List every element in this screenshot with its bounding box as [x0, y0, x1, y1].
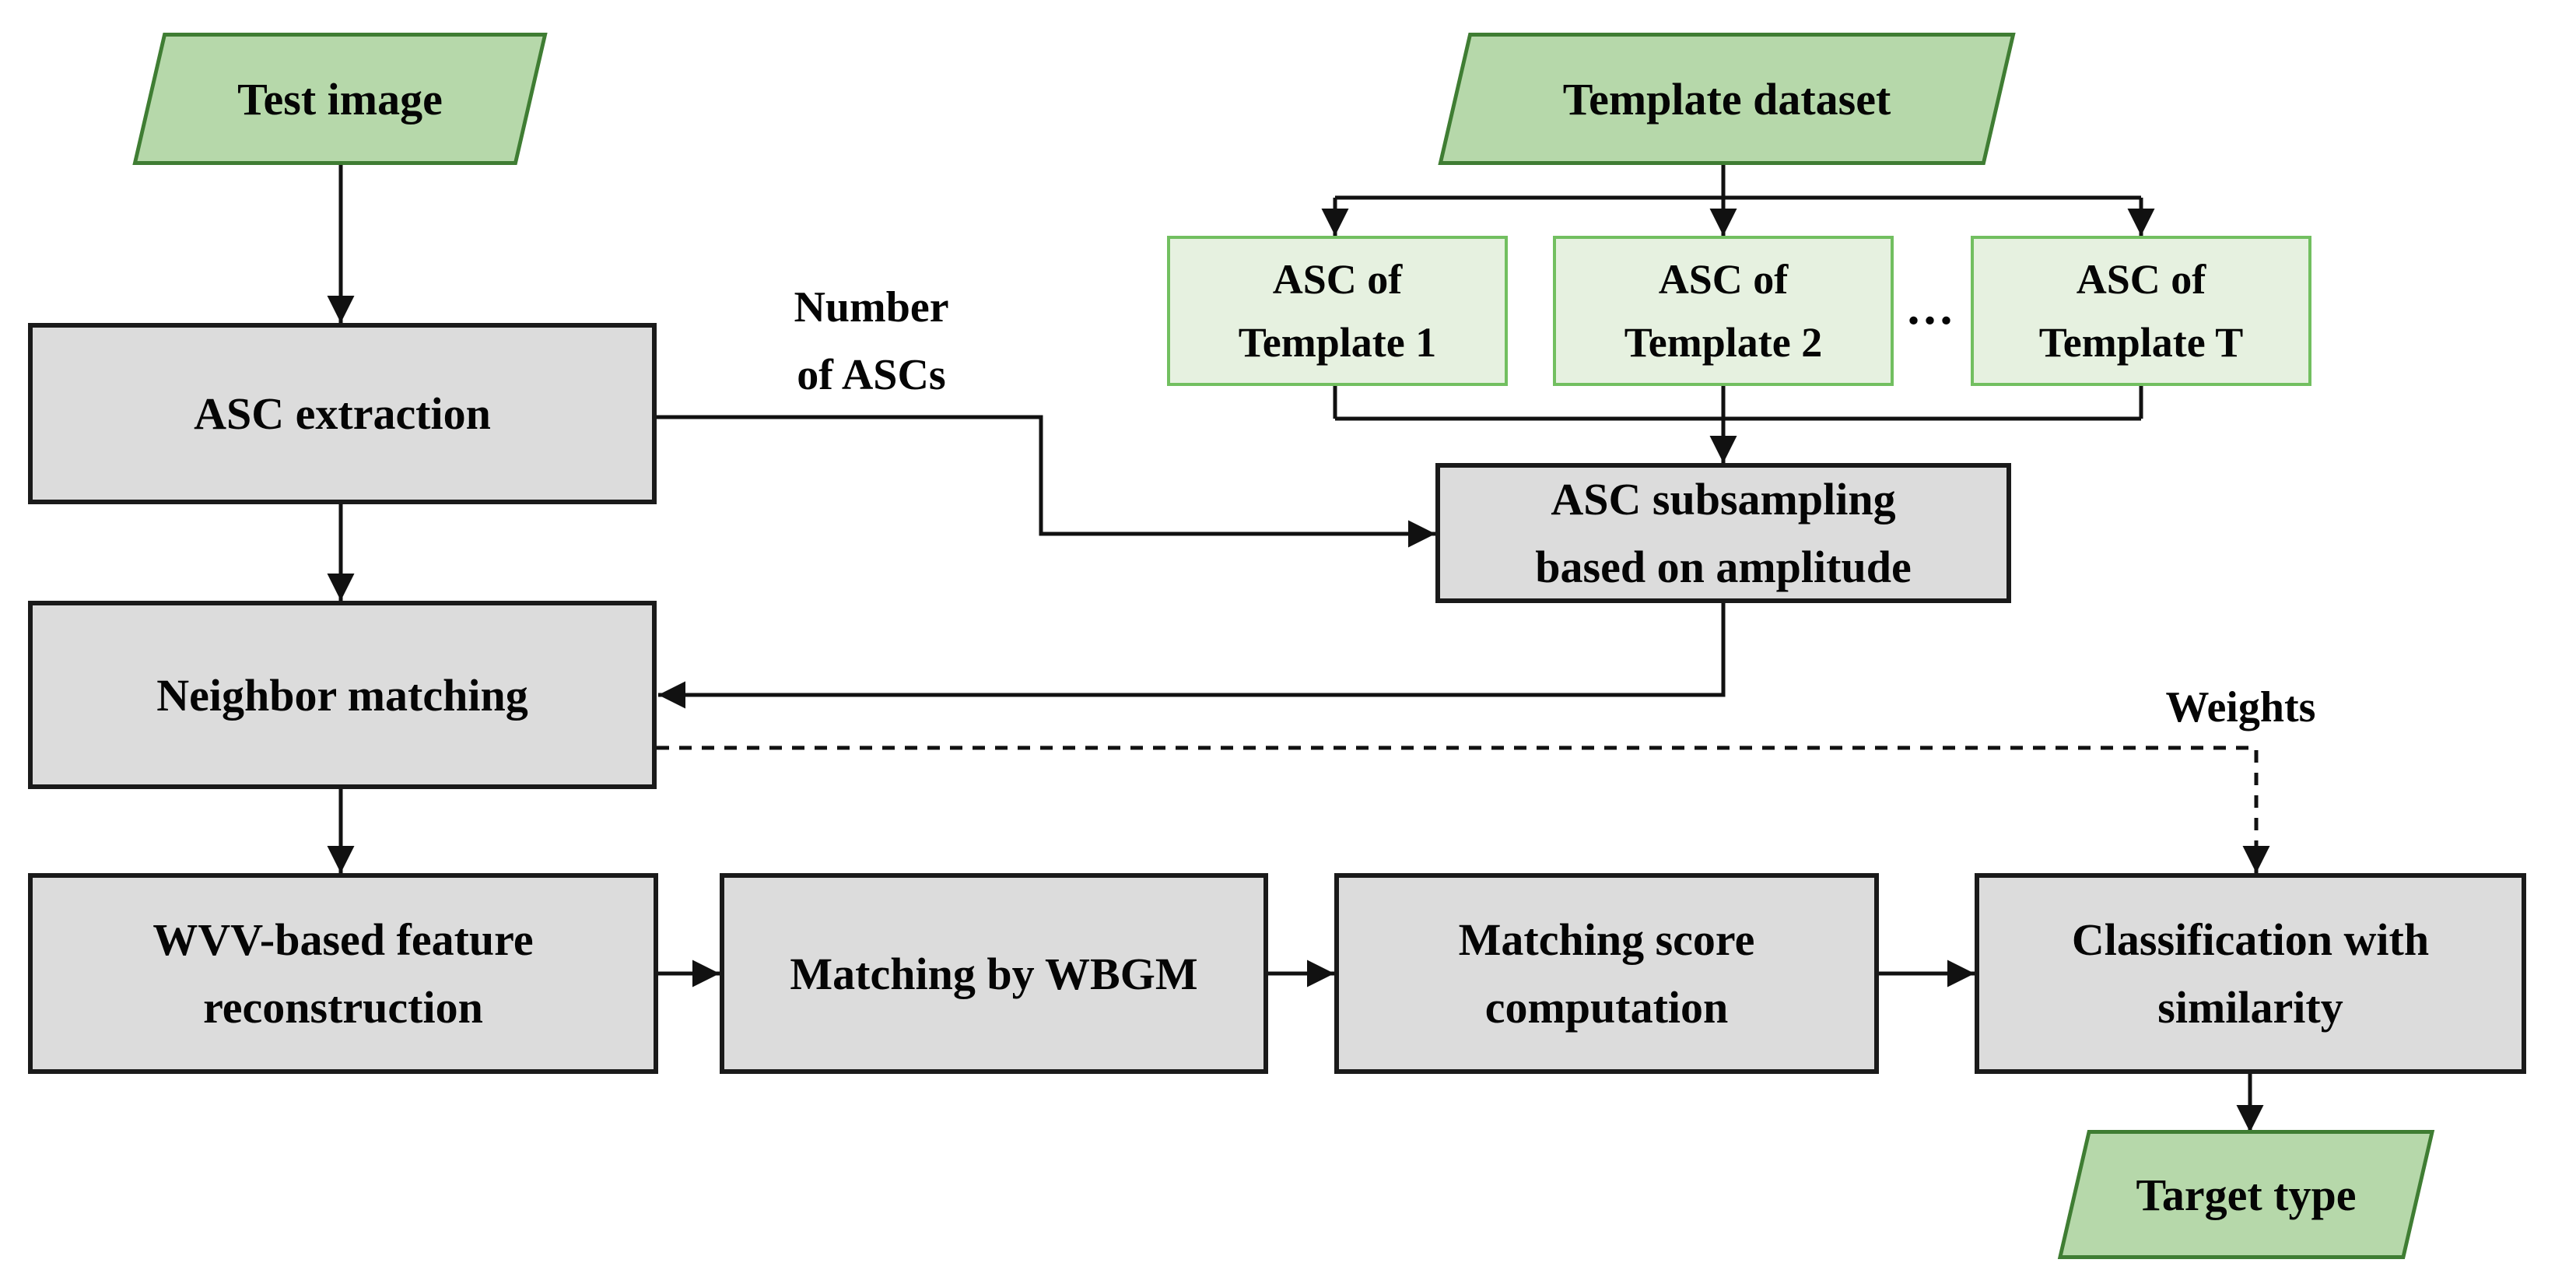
edge-label-number-of-ascs: Number of ASCs [794, 283, 949, 399]
node-test-image: Test image [132, 33, 548, 165]
node-template-dataset: Template dataset [1438, 33, 2016, 165]
node-asc-template-1: ASC of Template 1 [1167, 236, 1508, 386]
edge-label-weights: Weights [2165, 683, 2316, 731]
node-classification-with-similarity: Classification with similarity [1975, 873, 2526, 1074]
node-matching-score-computation: Matching score computation [1334, 873, 1879, 1074]
node-asc-extraction: ASC extraction [28, 323, 657, 504]
node-asc-template-2: ASC of Template 2 [1553, 236, 1894, 386]
node-matching-by-wbgm: Matching by WBGM [720, 873, 1268, 1074]
node-label: Test image [237, 73, 443, 125]
arrow-subsampling-to-neighbor-matching [658, 603, 1726, 709]
dashed-arrow-weights-to-classification [657, 745, 2270, 873]
node-neighbor-matching: Neighbor matching [28, 601, 657, 789]
node-asc-subsampling: ASC subsampling based on amplitude [1435, 463, 2011, 603]
node-target-type: Target type [2057, 1130, 2435, 1259]
node-asc-template-t: ASC of Template T [1971, 236, 2311, 386]
node-label: Target type [2136, 1169, 2357, 1220]
node-label: Template dataset [1562, 73, 1891, 125]
arrow-number-of-ascs-to-subsampling [657, 415, 1435, 548]
node-wvv-feature-reconstruction: WVV-based feature reconstruction [28, 873, 658, 1074]
ellipsis-between-templates: ... [1907, 279, 1957, 335]
